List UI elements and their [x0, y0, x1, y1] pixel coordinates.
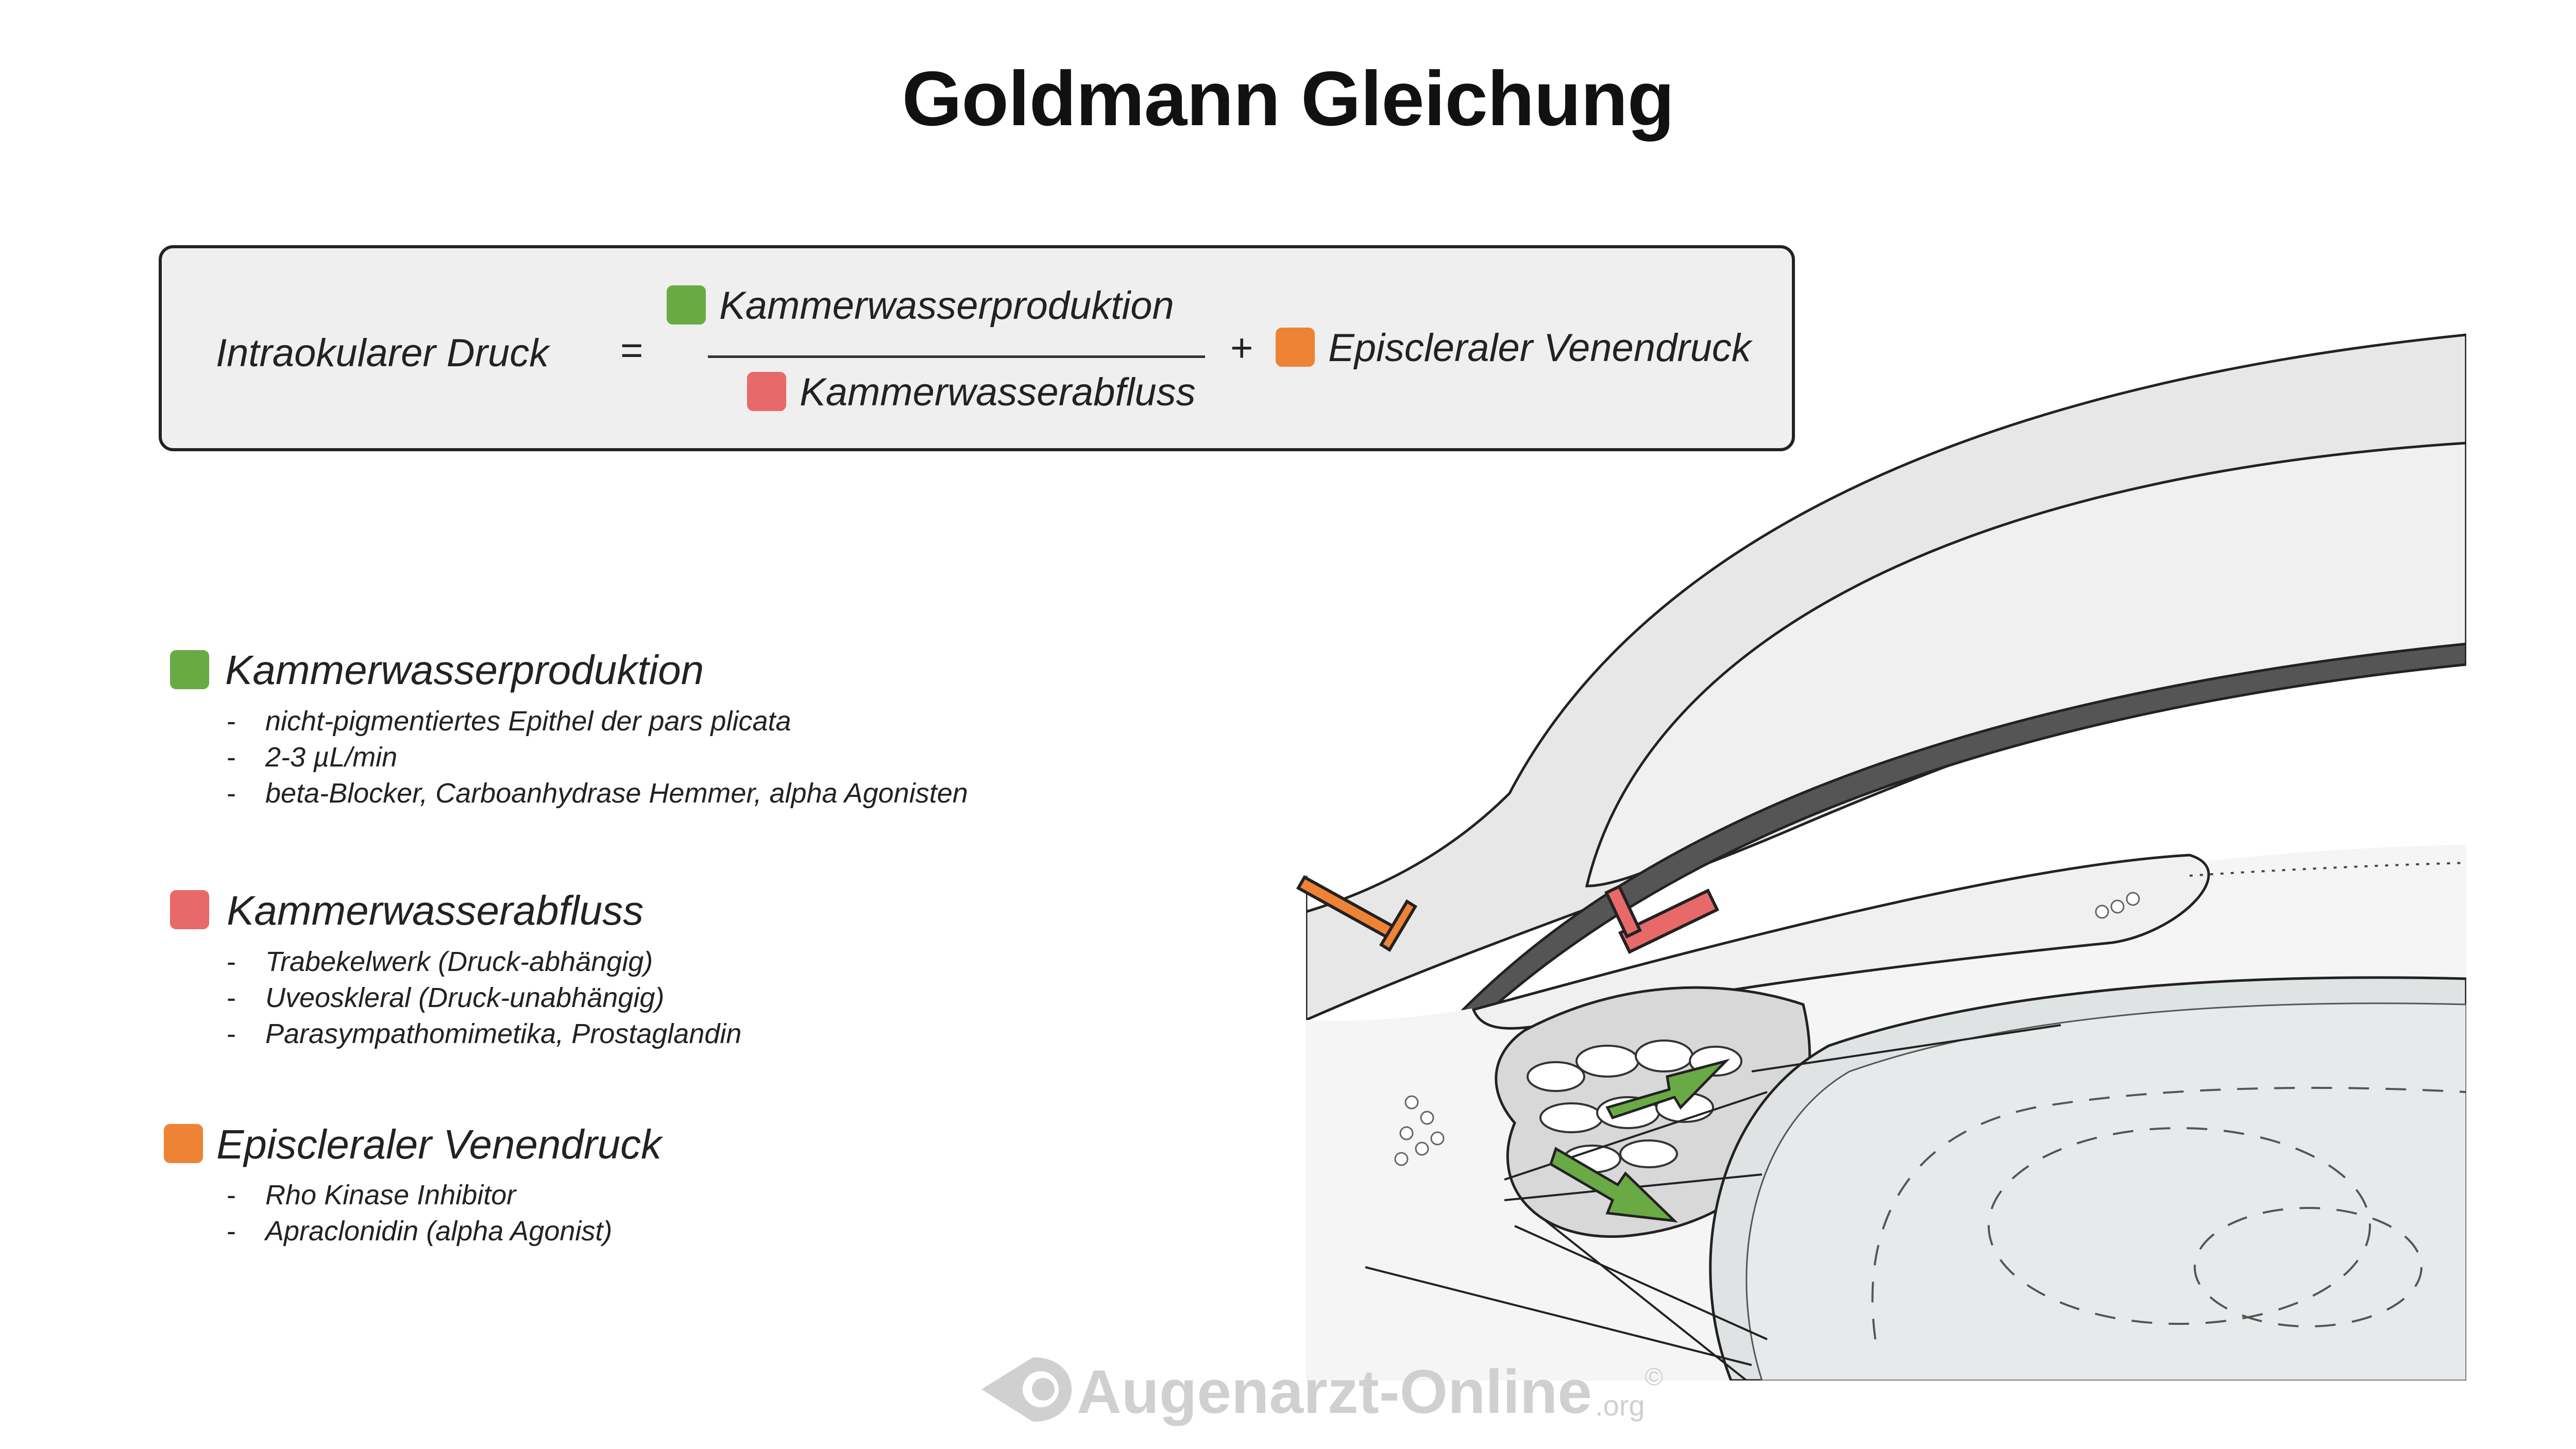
legend-outflow-title: Kammerwasserabfluss [227, 888, 644, 933]
list-item: Trabekelwerk (Druck-abhängig) [227, 944, 741, 980]
formula-addend: Episcleraler Venendruck [1328, 326, 1751, 370]
formula-box: Intraokularer Druck = Kammerwasserproduk… [159, 245, 1795, 451]
production-color-square [667, 285, 706, 325]
legend-production-list: nicht-pigmentiertes Epithel der pars pli… [227, 703, 968, 811]
formula-plus: + [1230, 326, 1253, 370]
list-item: Apraclonidin (alpha Agonist) [227, 1213, 612, 1249]
formula-numerator: Kammerwasserproduktion [719, 284, 1174, 328]
legend-outflow-square [170, 890, 209, 929]
fraction-line [708, 355, 1205, 358]
legend-outflow-list: Trabekelwerk (Druck-abhängig) Uveosklera… [227, 944, 741, 1052]
legend-production-square [170, 650, 209, 689]
list-item: Parasympathomimetika, Prostaglandin [227, 1016, 741, 1052]
list-item: beta-Blocker, Carboanhydrase Hemmer, alp… [227, 775, 968, 811]
watermark: Augenarzt-Online .org © [981, 1355, 1663, 1427]
formula-equals: = [620, 329, 643, 372]
legend-venous-square [164, 1124, 203, 1163]
venous-color-square [1276, 328, 1315, 367]
eye-anatomy-illustration [1296, 333, 2466, 1380]
brand-logo-icon [981, 1357, 1072, 1422]
legend-production-title: Kammerwasserproduktion [225, 647, 704, 693]
formula-denominator: Kammerwasserabfluss [800, 370, 1196, 414]
page-title: Goldmann Gleichung [902, 55, 1675, 142]
legend-venous-list: Rho Kinase Inhibitor Apraclonidin (alpha… [227, 1177, 612, 1249]
watermark-suffix: .org [1595, 1389, 1645, 1422]
venous-pressure-marker [1296, 875, 1418, 952]
legend-venous-title: Episcleraler Venendruck [216, 1121, 662, 1167]
list-item: Uveoskleral (Druck-unabhängig) [227, 980, 741, 1016]
list-item: Rho Kinase Inhibitor [227, 1177, 612, 1213]
watermark-brand: Augenarzt-Online [1077, 1357, 1592, 1426]
watermark-copyright: © [1645, 1363, 1663, 1391]
list-item: nicht-pigmentiertes Epithel der pars pli… [227, 703, 968, 739]
outflow-color-square [747, 372, 786, 411]
outflow-marker [1604, 884, 1720, 954]
list-item: 2-3 µL/min [227, 739, 968, 775]
formula-lhs: Intraokularer Druck [216, 331, 549, 375]
production-arrows [1549, 1059, 1731, 1223]
